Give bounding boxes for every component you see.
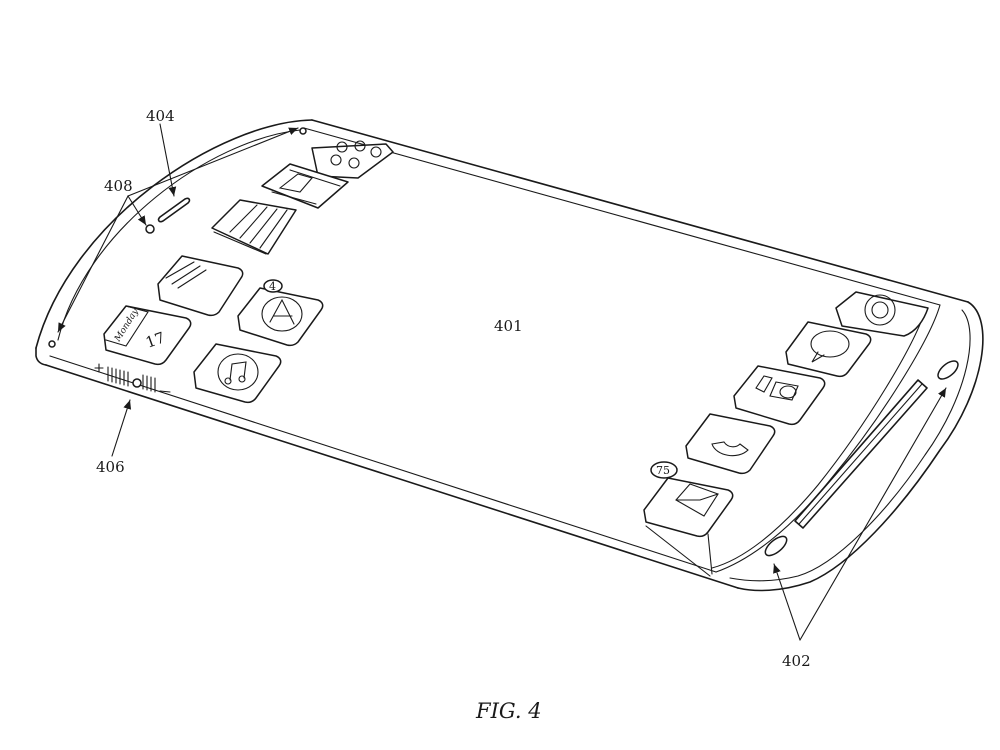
mail-icon: 75 [643, 461, 734, 538]
calendar-icon: Monday 17 [103, 305, 192, 366]
app-badge-text: 4 [269, 280, 276, 293]
speaker-slot [157, 197, 191, 223]
indicator-dot-mid [145, 224, 155, 234]
piano-icon [211, 199, 297, 255]
indicator-dot-top [299, 127, 307, 135]
right-edge-dot-bottom [764, 535, 788, 557]
app-badge [263, 279, 283, 293]
clapperboard-icon [157, 255, 244, 317]
right-edge-dot-top [937, 360, 959, 380]
app-store-icon: 4 [237, 279, 324, 347]
video-editor-icon [261, 163, 349, 209]
camera-icon [835, 291, 929, 337]
label-408: 408 [104, 177, 133, 195]
volume-control [94, 363, 171, 393]
mail-badge-text: 75 [656, 464, 670, 477]
figure-caption: FIG. 4 [475, 699, 542, 723]
media-icon [733, 365, 826, 426]
label-406: 406 [96, 458, 125, 476]
mail-badge [650, 461, 678, 479]
phone-icon [685, 413, 776, 475]
device-outline [35, 119, 984, 592]
messages-icon [785, 321, 872, 378]
label-404: 404 [146, 107, 175, 125]
label-402: 402 [782, 652, 811, 670]
dialer-icon [311, 140, 394, 179]
music-icon [193, 343, 282, 404]
label-401: 401 [494, 317, 523, 335]
indicator-dot-bottom [48, 340, 56, 348]
right-edge-slot [794, 379, 928, 529]
calendar-day-text: 17 [143, 328, 167, 351]
